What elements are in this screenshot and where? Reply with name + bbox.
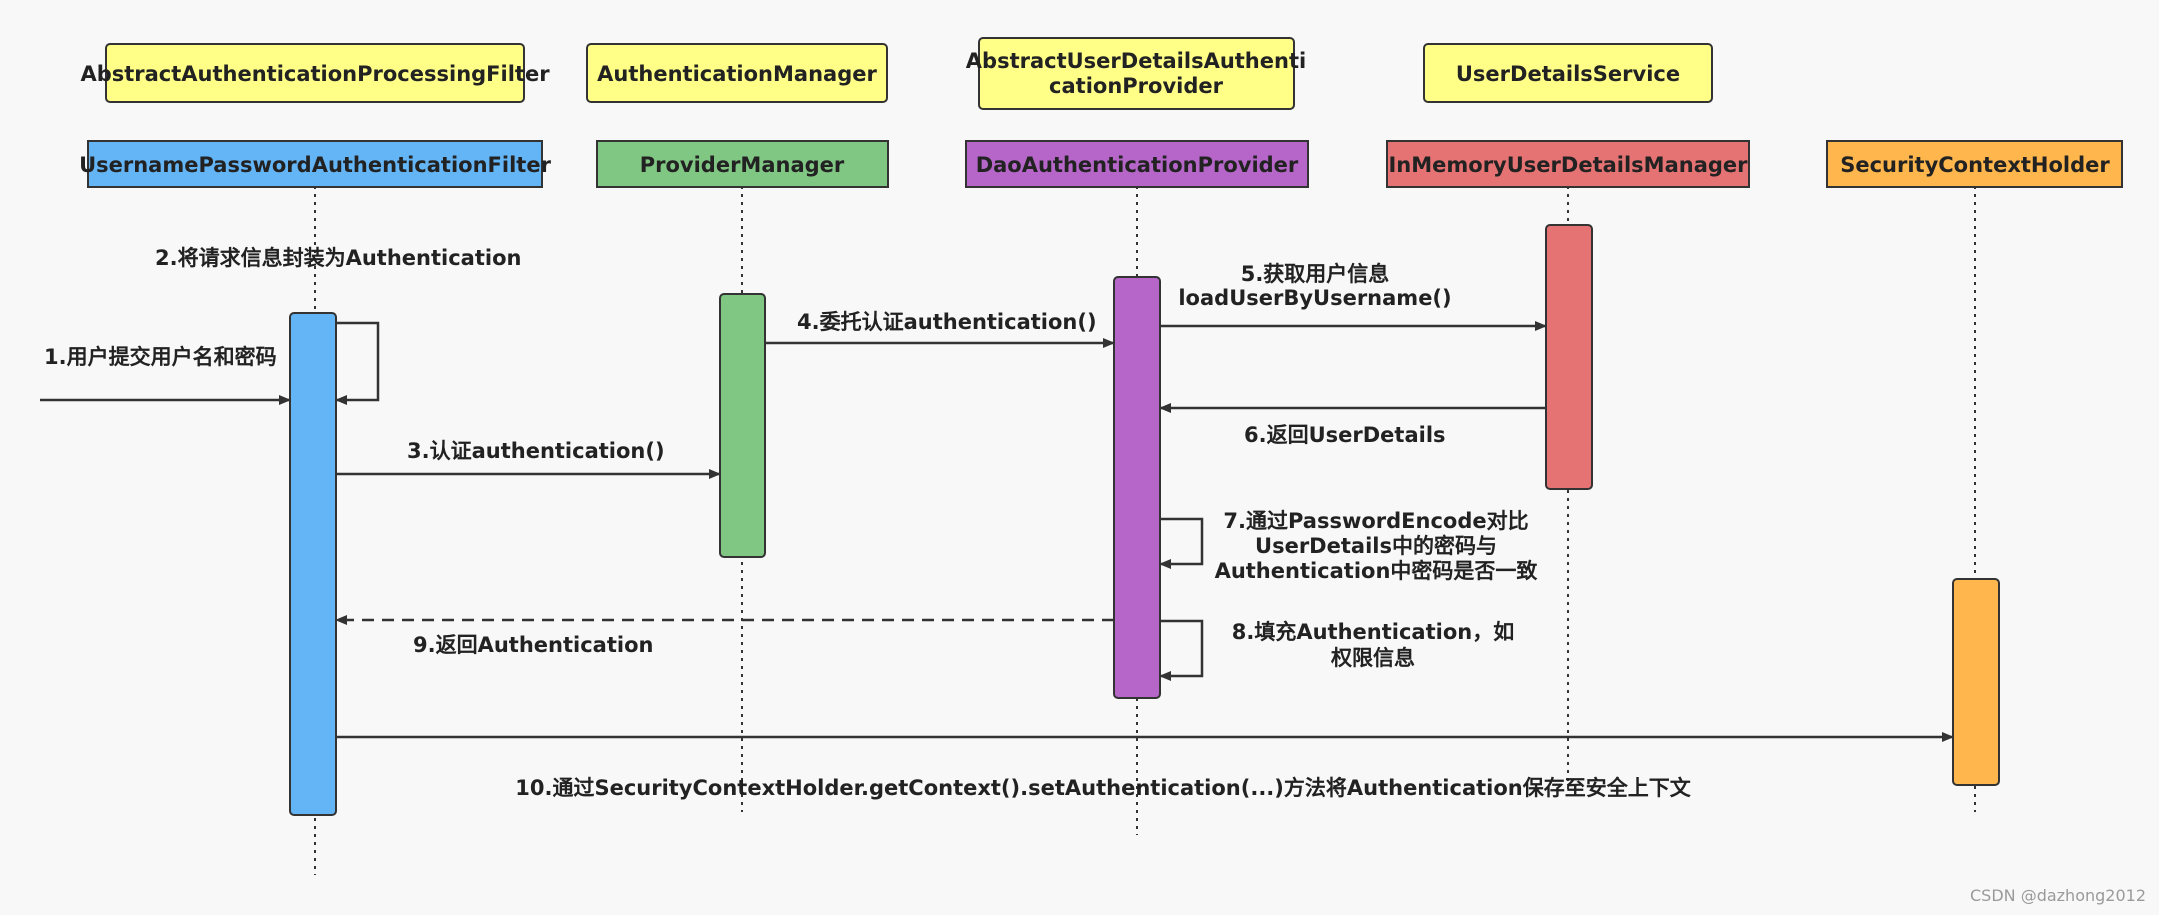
participant-service: InMemoryUserDetailsManager bbox=[1386, 140, 1750, 188]
label-m5-line2: loadUserByUsername() bbox=[1178, 286, 1451, 310]
label-m10: 10.通过SecurityContextHolder.getContext().… bbox=[515, 776, 1691, 800]
participant-provider: DaoAuthenticationProvider bbox=[965, 140, 1309, 188]
participant-holder-label: SecurityContextHolder bbox=[1840, 153, 2110, 177]
participant-manager: ProviderManager bbox=[596, 140, 889, 188]
activation-bars bbox=[289, 224, 2000, 816]
arrow-m8-self bbox=[1159, 619, 1204, 681]
abstract-class-boxes: AbstractAuthenticationProcessingFilter A… bbox=[80, 37, 1713, 110]
activation-filter bbox=[289, 312, 337, 816]
participant-filter-label: UsernamePasswordAuthenticationFilter bbox=[79, 153, 551, 177]
abstract-manager-box: AuthenticationManager bbox=[586, 43, 888, 103]
participant-holder: SecurityContextHolder bbox=[1826, 140, 2123, 188]
label-m5-line1: 5.获取用户信息 bbox=[1241, 262, 1390, 286]
participant-manager-label: ProviderManager bbox=[640, 153, 845, 177]
label-m7-line1: 7.通过PasswordEncode对比 bbox=[1223, 509, 1528, 533]
label-m2: 2.将请求信息封装为Authentication bbox=[155, 246, 521, 270]
label-m7-line2: UserDetails中的密码与 bbox=[1255, 534, 1497, 558]
abstract-provider-label-line1: AbstractUserDetailsAuthenti bbox=[966, 49, 1306, 73]
abstract-filter-label: AbstractAuthenticationProcessingFilter bbox=[80, 62, 550, 86]
watermark: CSDN @dazhong2012 bbox=[1970, 886, 2146, 905]
message-labels: 1.用户提交用户名和密码 2.将请求信息封装为Authentication 3.… bbox=[44, 246, 1692, 800]
participant-provider-label: DaoAuthenticationProvider bbox=[976, 153, 1299, 177]
abstract-filter-box: AbstractAuthenticationProcessingFilter bbox=[80, 43, 550, 103]
label-m1: 1.用户提交用户名和密码 bbox=[44, 345, 277, 369]
arrow-m7-self bbox=[1159, 517, 1204, 569]
activation-service bbox=[1545, 224, 1593, 490]
abstract-manager-label: AuthenticationManager bbox=[597, 62, 877, 86]
activation-holder bbox=[1952, 578, 2000, 786]
label-m7-line3: Authentication中密码是否一致 bbox=[1215, 559, 1539, 583]
abstract-service-label: UserDetailsService bbox=[1456, 62, 1680, 86]
participant-boxes: UsernamePasswordAuthenticationFilter Pro… bbox=[79, 140, 2123, 188]
label-m4: 4.委托认证authentication() bbox=[797, 310, 1097, 334]
participant-service-label: InMemoryUserDetailsManager bbox=[1388, 153, 1748, 177]
abstract-provider-label-line2: cationProvider bbox=[1049, 74, 1224, 98]
abstract-service-box: UserDetailsService bbox=[1423, 43, 1713, 103]
label-m3: 3.认证authentication() bbox=[407, 439, 665, 463]
activation-provider bbox=[1113, 276, 1161, 699]
label-m9: 9.返回Authentication bbox=[413, 633, 653, 657]
arrow-m2-self bbox=[335, 321, 380, 405]
label-m8-line1: 8.填充Authentication，如 bbox=[1232, 620, 1514, 644]
participant-filter: UsernamePasswordAuthenticationFilter bbox=[79, 140, 552, 188]
activation-manager bbox=[719, 293, 766, 558]
messages bbox=[40, 321, 1954, 742]
label-m8-line2: 权限信息 bbox=[1330, 646, 1415, 670]
abstract-provider-box: AbstractUserDetailsAuthenti cationProvid… bbox=[966, 37, 1306, 110]
label-m6: 6.返回UserDetails bbox=[1244, 423, 1446, 447]
